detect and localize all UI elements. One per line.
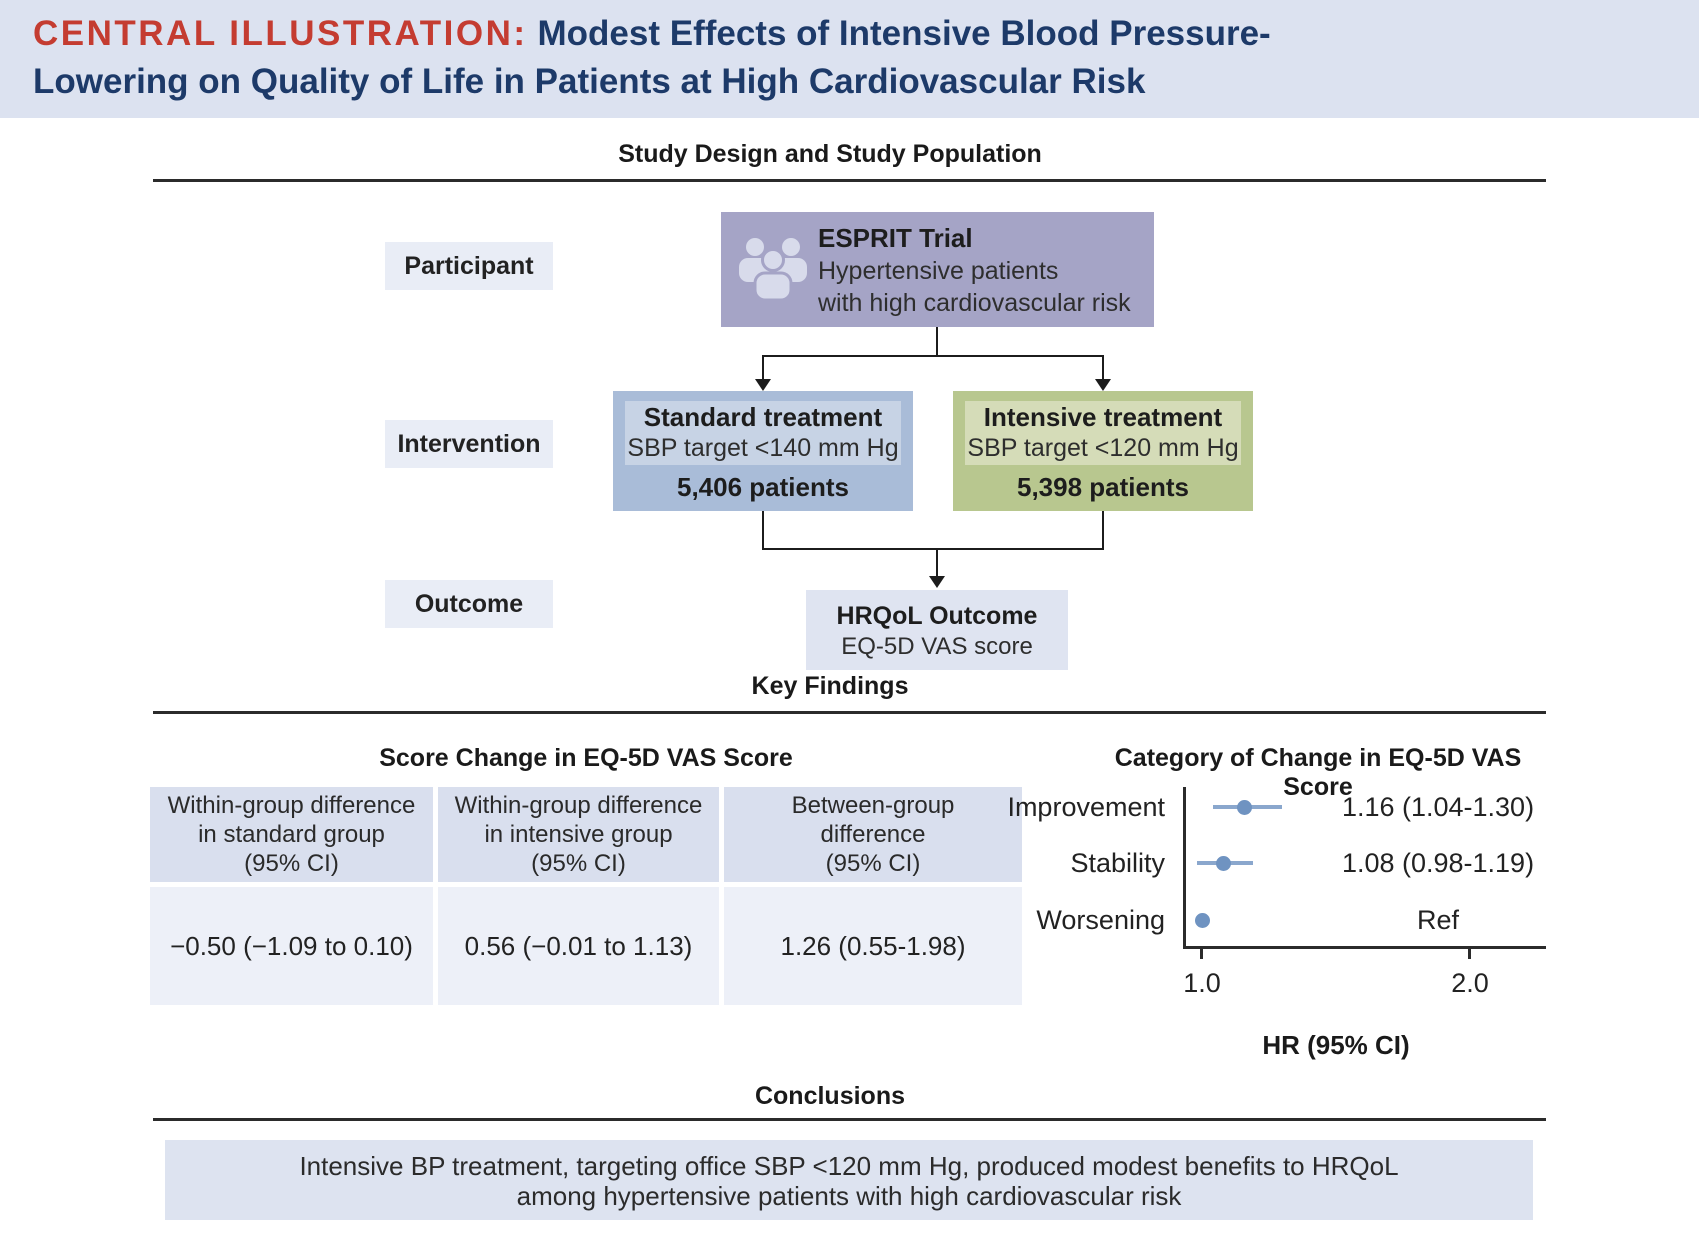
hrqol-outcome-box: HRQoL Outcome EQ-5D VAS score (806, 590, 1068, 670)
divider-study-design (153, 179, 1546, 182)
arrow-down-icon (755, 379, 771, 391)
header-band (0, 0, 1699, 118)
table-header-line: (95% CI) (531, 850, 626, 877)
connector-line (1102, 511, 1104, 548)
standard-treatment-target: SBP target <140 mm Hg (627, 434, 899, 462)
forest-y-axis (1183, 787, 1186, 949)
connector-line (762, 548, 1104, 550)
hrqol-outcome-title: HRQoL Outcome (836, 602, 1038, 630)
table-header-line: Between-group (791, 792, 955, 819)
standard-treatment-box: Standard treatment SBP target <140 mm Hg… (613, 391, 913, 511)
row-label-intervention: Intervention (385, 420, 553, 468)
arrow-down-icon (929, 576, 945, 588)
forest-row-label-improvement: Improvement (1007, 792, 1165, 822)
central-illustration-label: CENTRAL ILLUSTRATION: (33, 14, 528, 53)
conclusions-box: Intensive BP treatment, targeting office… (165, 1140, 1533, 1220)
forest-plot-title: Category of Change in EQ-5D VAS Score (1114, 744, 1522, 801)
forest-x-tick-2 (1468, 949, 1471, 959)
table-header-line: in intensive group (484, 821, 673, 848)
forest-row-label-worsening: Worsening (1036, 905, 1165, 935)
table-value-intensive: 0.56 (−0.01 to 1.13) (438, 887, 719, 1005)
table-header-line: (95% CI) (825, 850, 921, 877)
section-title-key-findings: Key Findings (751, 672, 909, 700)
conclusions-line2: among hypertensive patients with high ca… (516, 1181, 1182, 1211)
table-header-line: difference (820, 821, 926, 848)
esprit-trial-title: ESPRIT Trial (818, 223, 973, 253)
connector-line (1102, 355, 1104, 379)
row-label-outcome: Outcome (385, 580, 553, 628)
forest-point-estimate (1215, 855, 1231, 871)
forest-x-axis-label: HR (95% CI) (1262, 1030, 1410, 1060)
intensive-treatment-target: SBP target <120 mm Hg (967, 434, 1239, 462)
conclusions-line1: Intensive BP treatment, targeting office… (299, 1151, 1399, 1181)
forest-x-tick-1 (1200, 949, 1203, 959)
table-title: Score Change in EQ-5D VAS Score (379, 744, 793, 772)
table-header-intensive: Within-group difference in intensive gro… (438, 787, 719, 882)
connector-line (762, 355, 1104, 357)
table-header-line: Within-group difference (454, 792, 703, 819)
esprit-trial-box: ESPRIT Trial Hypertensive patients with … (721, 212, 1154, 327)
arrow-down-icon (1095, 379, 1111, 391)
connector-line (936, 327, 938, 355)
section-title-study-design: Study Design and Study Population (618, 140, 1042, 168)
forest-point-estimate (1194, 912, 1210, 928)
forest-point-estimate (1237, 799, 1253, 815)
people-icon (739, 238, 807, 300)
standard-treatment-title: Standard treatment (643, 402, 883, 432)
intensive-treatment-box: Intensive treatment SBP target <120 mm H… (953, 391, 1253, 511)
connector-line (762, 511, 764, 548)
forest-plot-area (1183, 787, 1546, 946)
forest-row-value-stability: 1.08 (0.98-1.19) (1341, 848, 1535, 878)
forest-row-value-worsening: Ref (1416, 905, 1460, 935)
esprit-trial-line2: with high cardiovascular risk (818, 289, 1131, 317)
table-header-between: Between-group difference (95% CI) (724, 787, 1022, 882)
intensive-treatment-patients: 5,398 patients (1017, 472, 1189, 502)
forest-x-axis (1183, 946, 1546, 949)
figure-title-line1-rest: Modest Effects of Intensive Blood Pressu… (537, 14, 1271, 53)
table-value-standard: −0.50 (−1.09 to 0.10) (150, 887, 433, 1005)
table-value-between: 1.26 (0.55-1.98) (724, 887, 1022, 1005)
table-header-standard: Within-group difference in standard grou… (150, 787, 433, 882)
connector-line (762, 355, 764, 379)
figure-title-line1: CENTRAL ILLUSTRATION:Modest Effects of I… (33, 10, 1663, 58)
divider-conclusions (153, 1118, 1546, 1121)
forest-row-value-improvement: 1.16 (1.04-1.30) (1341, 792, 1535, 822)
standard-treatment-patients: 5,406 patients (677, 472, 849, 502)
esprit-trial-text: ESPRIT Trial Hypertensive patients with … (818, 221, 1131, 319)
row-label-participant: Participant (385, 242, 553, 290)
forest-x-ticklabel-2: 2.0 (1451, 968, 1489, 998)
table-header-line: in standard group (198, 821, 385, 848)
section-title-conclusions: Conclusions (754, 1082, 905, 1110)
intensive-treatment-title: Intensive treatment (983, 402, 1223, 432)
hrqol-outcome-subtitle: EQ-5D VAS score (841, 633, 1033, 660)
table-header-line: (95% CI) (244, 850, 339, 877)
forest-row-label-stability: Stability (1070, 848, 1165, 878)
figure-title-line2: Lowering on Quality of Life in Patients … (33, 62, 1146, 101)
forest-x-ticklabel-1: 1.0 (1183, 968, 1221, 998)
standard-treatment-inner: Standard treatment SBP target <140 mm Hg (625, 401, 901, 465)
table-header-line: Within-group difference (167, 792, 416, 819)
intensive-treatment-inner: Intensive treatment SBP target <120 mm H… (965, 401, 1241, 465)
esprit-trial-line1: Hypertensive patients (818, 257, 1059, 285)
figure-title: CENTRAL ILLUSTRATION:Modest Effects of I… (33, 10, 1663, 106)
connector-line (936, 548, 938, 576)
divider-key-findings (153, 711, 1546, 714)
